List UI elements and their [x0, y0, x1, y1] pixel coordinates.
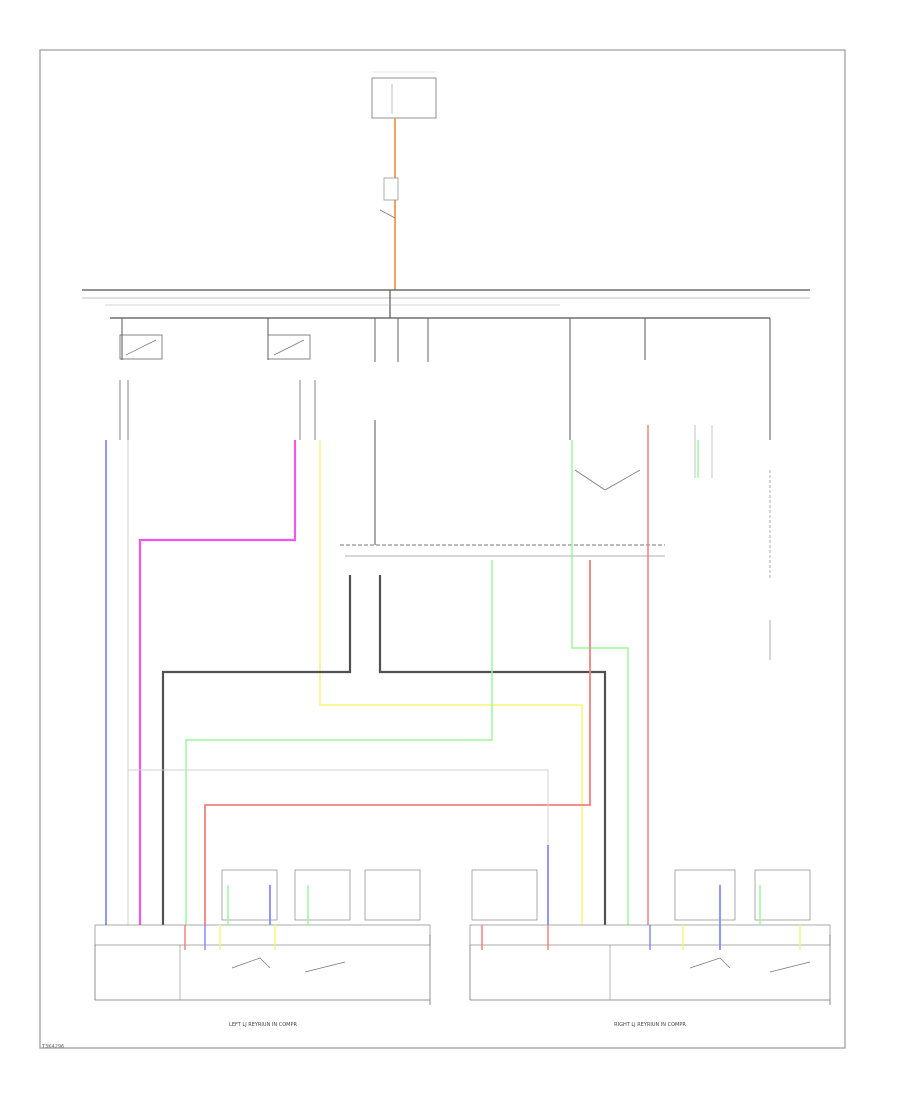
power-source-component [371, 71, 437, 119]
drawing-code: T3K4296 [42, 1044, 65, 1050]
gray-wire-link [128, 769, 549, 925]
green-wire-right [571, 440, 629, 925]
red-wire-left [204, 560, 591, 925]
right-cluster-caption: RIGHT LJ REYRIUN IN COMPR [614, 1022, 686, 1028]
secondary-bus [340, 544, 665, 557]
right-cluster [469, 869, 831, 1005]
diagram-frame [39, 49, 846, 1049]
black-wire-left [161, 575, 352, 925]
green-wire-left [185, 560, 493, 925]
main-bus [82, 289, 810, 319]
switch-group-center [374, 318, 429, 545]
left-cluster-caption: LEFT LJ REYRIUN IN COMPR [229, 1022, 297, 1028]
fusible-link [379, 177, 399, 219]
relay-group-right [569, 318, 771, 660]
yellow-wire [319, 440, 583, 925]
relay-group-left [119, 318, 316, 440]
pink-wire [138, 440, 297, 925]
left-cluster [94, 869, 431, 1005]
